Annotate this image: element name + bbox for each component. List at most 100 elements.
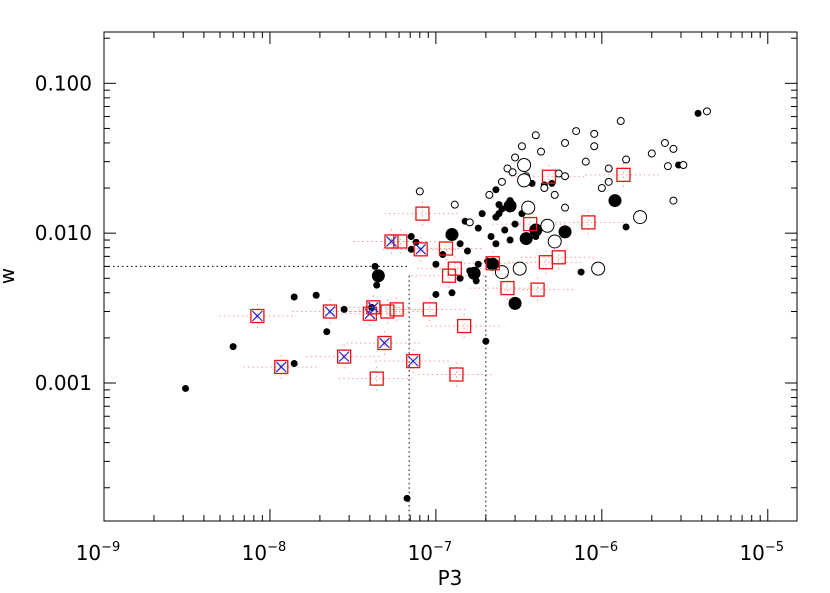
red-square-point	[389, 302, 404, 317]
y-tick-label: 0.001	[35, 371, 92, 395]
y-axis-title: w	[0, 268, 19, 284]
open-circle-point	[616, 117, 625, 126]
open-circle-point	[550, 190, 559, 199]
open-circle-large-point	[517, 158, 532, 173]
blue-cross-mark	[251, 310, 263, 322]
filled-circle-point	[463, 247, 471, 255]
red-square-point	[541, 169, 557, 184]
open-circle-point	[508, 168, 517, 177]
red-square-point	[616, 167, 631, 182]
x-tick-label: 10−7	[408, 540, 453, 565]
filled-circle-point	[506, 236, 514, 244]
data-points	[182, 107, 711, 502]
y-tick-label: 0.010	[35, 221, 92, 245]
open-circle-point	[581, 157, 590, 166]
red-square-point	[377, 335, 392, 351]
red-square-point	[415, 206, 430, 221]
x-tick-label: 10−9	[76, 540, 121, 565]
filled-circle-large-point	[519, 232, 533, 246]
open-circle-point	[702, 107, 711, 116]
filled-circle-large-point	[508, 296, 522, 310]
filled-circle-point	[407, 245, 415, 253]
filled-circle-point	[492, 240, 500, 248]
filled-circle-point	[482, 337, 490, 345]
open-circle-large-point	[521, 200, 536, 215]
filled-circle-point	[403, 494, 411, 502]
filled-circle-point	[478, 210, 486, 218]
red-square-point	[384, 234, 399, 249]
filled-circle-point	[448, 289, 456, 297]
filled-circle-point	[577, 268, 585, 276]
open-circle-point	[561, 172, 570, 181]
open-circle-point	[485, 190, 494, 199]
open-circle-point	[531, 131, 540, 140]
red-square-point	[406, 353, 421, 369]
filled-circle-point	[456, 274, 464, 282]
red-square-point	[456, 318, 472, 334]
blue-cross-mark	[379, 337, 390, 349]
filled-circle-point	[182, 384, 190, 392]
open-circle-large-point	[540, 218, 555, 233]
open-circle-point	[517, 142, 526, 151]
red-square-point	[380, 304, 395, 319]
filled-circle-point	[290, 359, 298, 367]
red-square-point	[274, 359, 289, 375]
red-square-point	[449, 367, 464, 382]
filled-circle-large-point	[503, 199, 517, 213]
filled-circle-point	[492, 186, 500, 194]
red-square-point	[500, 280, 515, 296]
open-circle-point	[622, 155, 631, 164]
open-circle-point	[660, 138, 669, 147]
filled-circle-point	[323, 328, 331, 336]
open-circle-point	[497, 177, 506, 186]
x-tick-label: 10−5	[739, 540, 784, 565]
filled-circle-point	[312, 291, 320, 299]
filled-circle-large-point	[371, 269, 385, 283]
filled-circle-point	[432, 290, 440, 298]
filled-circle-point	[487, 233, 495, 241]
filled-circle-point	[373, 281, 381, 289]
open-circle-point	[572, 127, 581, 136]
filled-circle-point	[498, 205, 506, 213]
red-square-point	[551, 250, 566, 265]
open-circle-point	[669, 196, 678, 205]
red-square-point	[530, 282, 545, 297]
red-square-point	[366, 300, 381, 315]
x-tick-label: 10−8	[242, 540, 287, 565]
blue-cross-mark	[275, 361, 287, 373]
red-square-point	[523, 216, 538, 232]
plot-frame	[103, 31, 798, 522]
open-circle-point	[561, 138, 570, 147]
open-circle-large-point	[517, 173, 532, 188]
filled-circle-point	[229, 343, 237, 351]
open-circle-large-point	[591, 261, 606, 276]
open-circle-point	[604, 177, 613, 186]
red-square-point	[538, 255, 554, 270]
filled-circle-point	[501, 226, 509, 234]
open-circle-point	[597, 184, 606, 193]
x-axis-title: P3	[438, 566, 463, 590]
open-circle-point	[561, 203, 570, 212]
filled-circle-large-point	[608, 194, 622, 208]
y-tick-label: 0.100	[35, 71, 92, 95]
filled-circle-point	[340, 305, 348, 313]
reference-lines	[104, 265, 487, 521]
filled-circle-point	[474, 224, 482, 232]
open-circle-point	[663, 162, 672, 171]
tick-labels: 10−9 10−8 10−7 10−6 10−5 0.001 0.010 0.100	[35, 71, 784, 565]
open-circle-point	[604, 164, 613, 173]
filled-circle-large-point	[486, 257, 500, 271]
blue-cross-mark	[324, 306, 336, 317]
red-square-point	[250, 308, 265, 324]
open-circle-point	[590, 129, 599, 138]
red-square-point	[485, 256, 500, 271]
filled-circle-point	[456, 240, 464, 248]
open-circle-point	[415, 187, 424, 196]
filled-circle-point	[371, 262, 379, 270]
x-tick-label: 10−6	[574, 540, 619, 565]
filled-circle-point	[432, 260, 440, 268]
red-square-point	[413, 242, 428, 257]
red-square-point	[322, 304, 338, 319]
red-square-point	[336, 349, 352, 364]
red-square-point	[422, 302, 438, 317]
